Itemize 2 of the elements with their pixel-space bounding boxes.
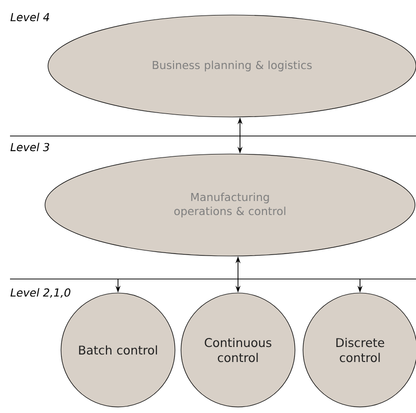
level-label: Level 4 [10,12,50,22]
level-label: Level 3 [10,142,50,152]
